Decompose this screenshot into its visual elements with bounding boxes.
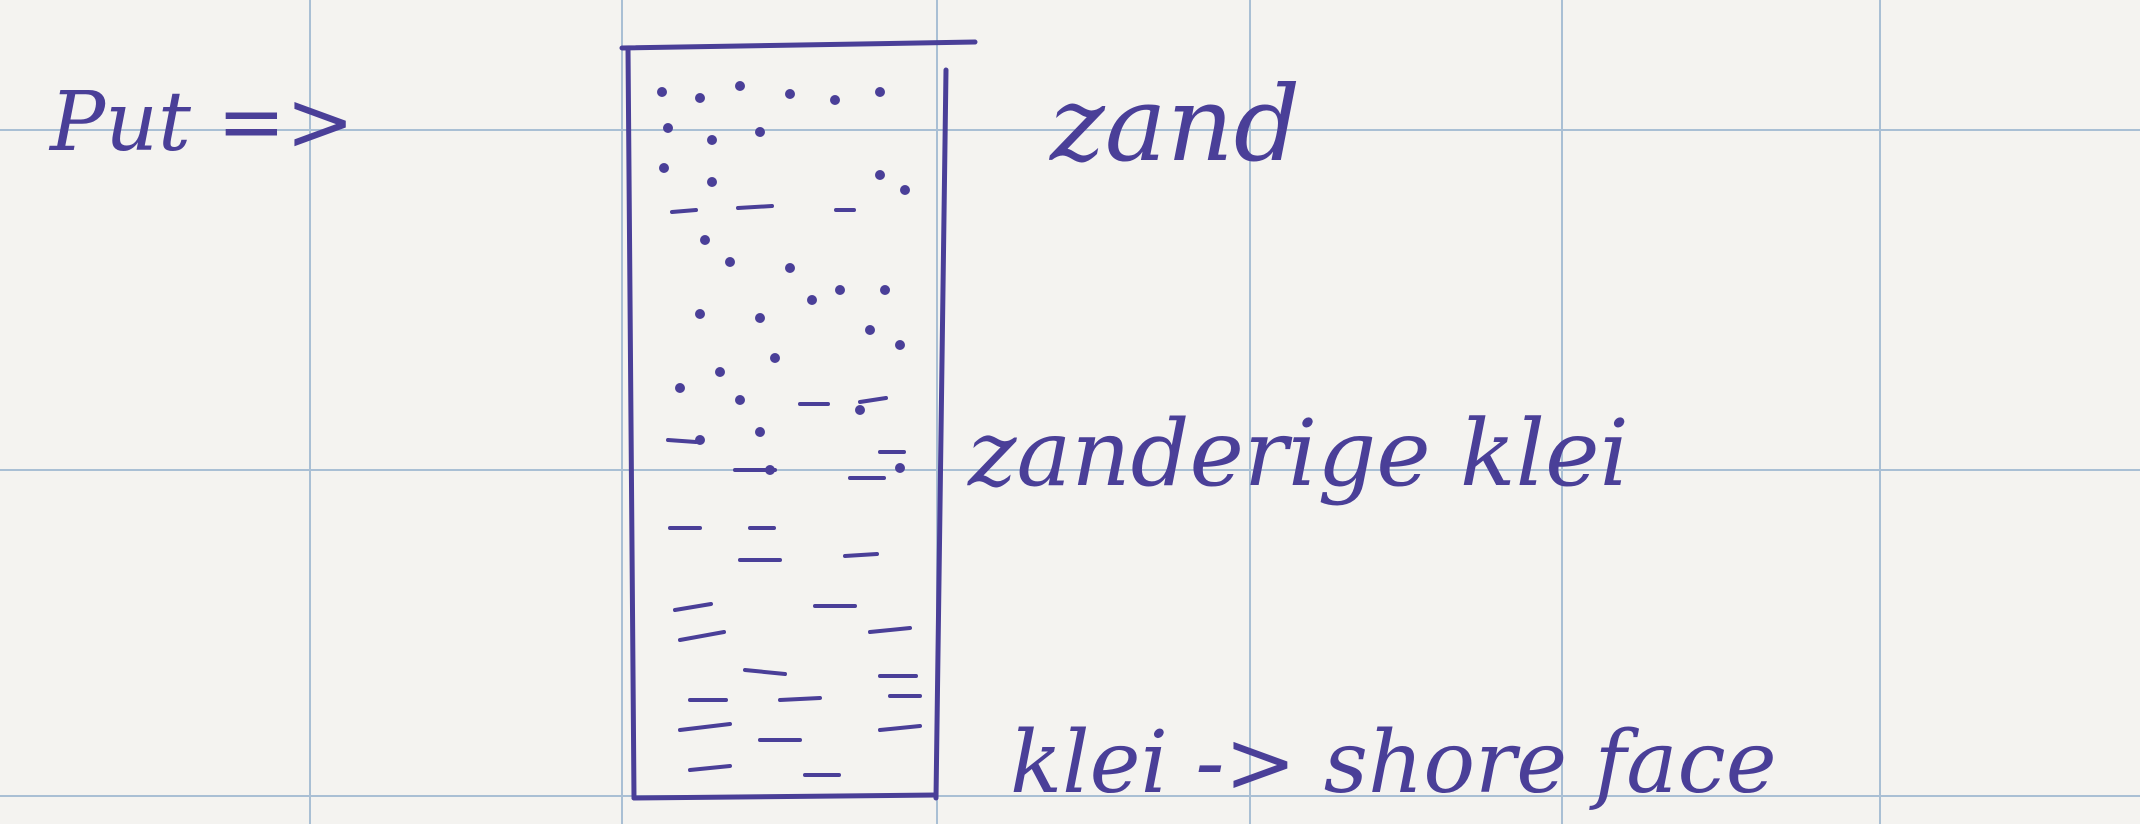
sand-dot <box>902 187 908 193</box>
sand-dot <box>877 89 883 95</box>
clay-dash <box>690 766 730 770</box>
clay-dash <box>880 726 920 730</box>
sand-dot <box>717 369 723 375</box>
sand-dot <box>882 287 888 293</box>
sand-dot <box>787 265 793 271</box>
column-left-edge <box>628 48 634 798</box>
column-texture <box>659 83 920 775</box>
clay-dash <box>870 628 910 632</box>
sand-dot <box>837 287 843 293</box>
clay-dash <box>860 398 886 402</box>
clay-dash <box>668 440 696 442</box>
heading-put: Put => <box>48 75 354 170</box>
sand-dot <box>697 437 703 443</box>
clay-dash <box>675 604 711 610</box>
sand-dot <box>702 237 708 243</box>
sand-dot <box>767 467 773 473</box>
sand-dot <box>857 407 863 413</box>
sand-dot <box>757 429 763 435</box>
clay-dash <box>780 698 820 700</box>
sand-dot <box>677 385 683 391</box>
sand-dot <box>832 97 838 103</box>
sand-dot <box>772 355 778 361</box>
column-bottom-edge <box>634 795 936 798</box>
sand-dot <box>659 89 665 95</box>
sand-dot <box>709 179 715 185</box>
sand-dot <box>809 297 815 303</box>
soil-column <box>622 42 975 798</box>
sand-dot <box>877 172 883 178</box>
column-top-edge <box>622 42 975 48</box>
sand-dot <box>787 91 793 97</box>
sand-dot <box>709 137 715 143</box>
sand-dot <box>757 129 763 135</box>
layer-label-zanderige-klei: zanderige klei <box>967 400 1629 507</box>
clay-dash <box>680 724 730 730</box>
sand-dot <box>737 83 743 89</box>
sand-dot <box>757 315 763 321</box>
sand-dot <box>661 165 667 171</box>
sand-dot <box>897 342 903 348</box>
clay-dash <box>845 554 877 556</box>
sand-dot <box>697 311 703 317</box>
sand-dot <box>737 397 743 403</box>
sand-dot <box>665 125 671 131</box>
sand-dot <box>867 327 873 333</box>
sand-dot <box>727 259 733 265</box>
clay-dash <box>680 632 724 640</box>
sand-dot <box>897 465 903 471</box>
sand-dot <box>697 95 703 101</box>
layer-label-zand: zand <box>1048 63 1300 185</box>
clay-dash <box>738 206 772 208</box>
clay-dash <box>745 670 785 674</box>
layer-label-klei-shore-face: klei -> shore face <box>1010 713 1777 813</box>
clay-dash <box>672 210 696 212</box>
